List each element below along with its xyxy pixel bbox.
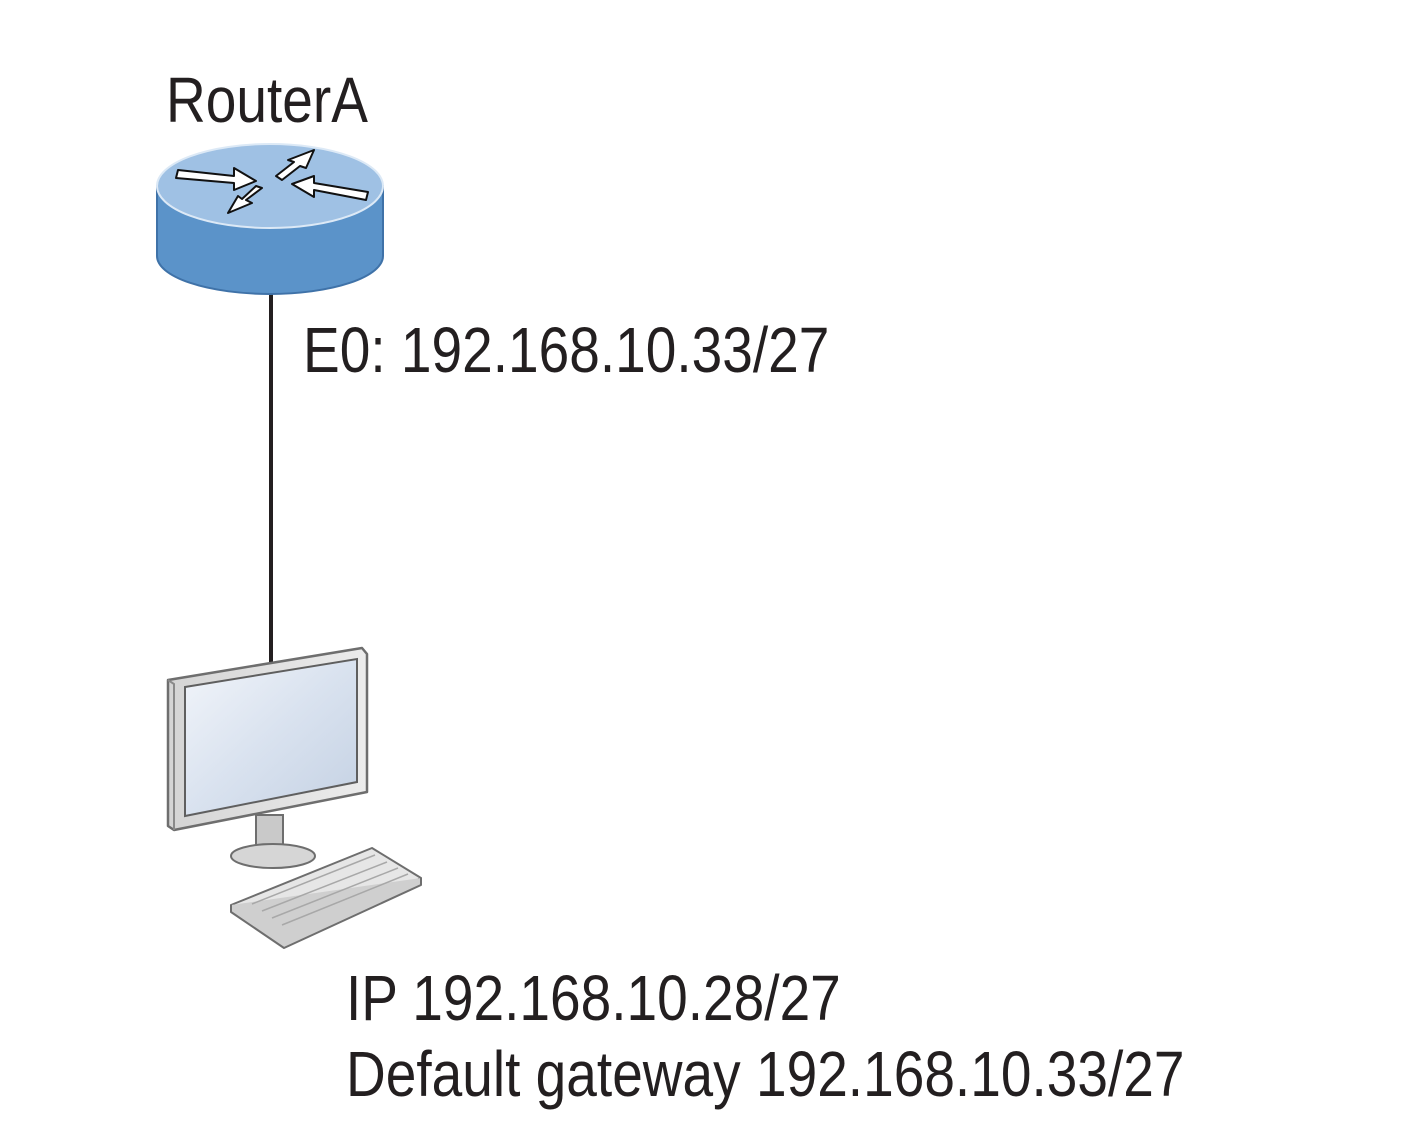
host-ip-label: IP 192.168.10.28/27 bbox=[346, 962, 841, 1034]
host-gateway-label: Default gateway 192.168.10.33/27 bbox=[346, 1038, 1185, 1110]
router-interface-label: E0: 192.168.10.33/27 bbox=[303, 314, 830, 386]
router-name-label: RouterA bbox=[166, 64, 368, 136]
host-config-labels: IP 192.168.10.28/27 Default gateway 192.… bbox=[346, 960, 1184, 1112]
router-icon bbox=[156, 143, 384, 295]
workstation-icon bbox=[166, 646, 422, 949]
